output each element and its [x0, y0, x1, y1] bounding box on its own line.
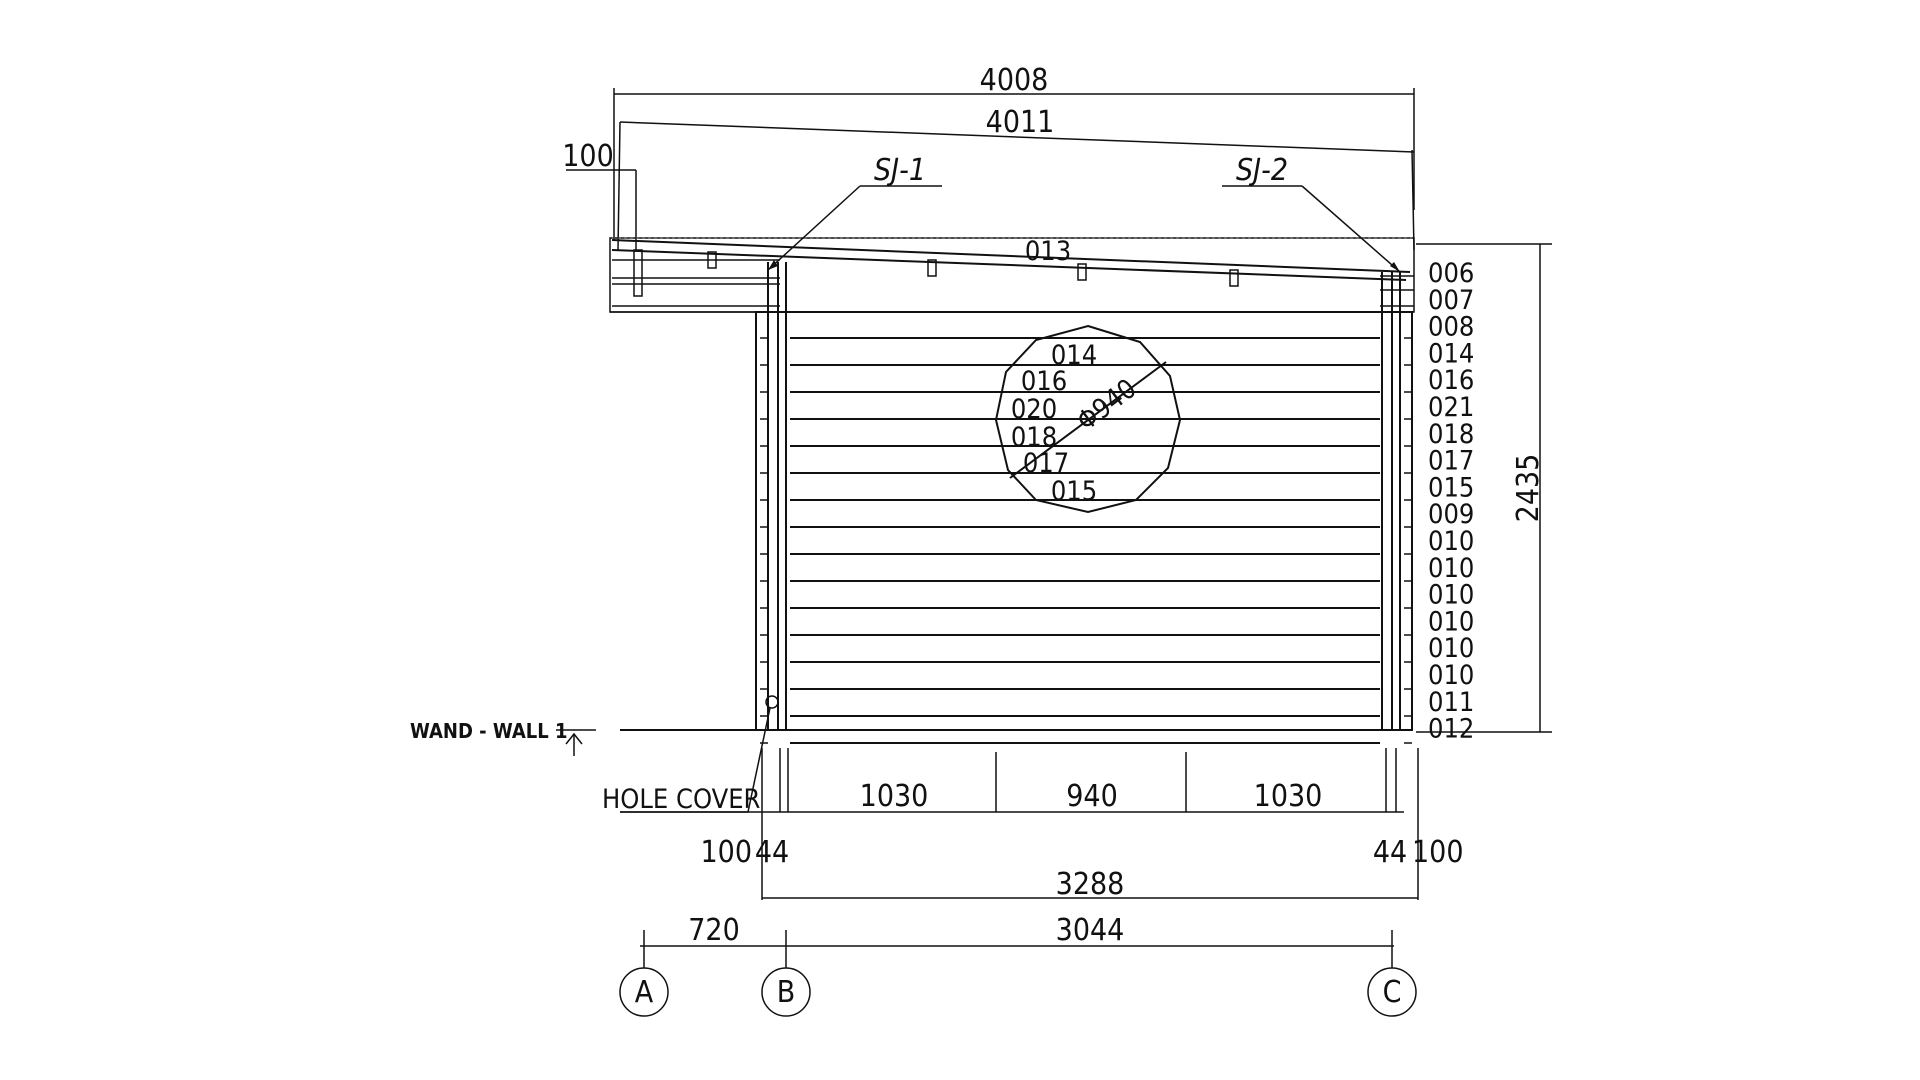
side-code: 010	[1428, 660, 1474, 691]
dim-segment-right: 1030	[1254, 779, 1323, 814]
axis-a-label: A	[635, 975, 654, 1010]
grid-axis-a: A	[619, 962, 669, 1017]
dim-right-offset: 100	[1412, 835, 1464, 870]
side-code: 015	[1428, 472, 1474, 503]
dimension-grid-axes: 720 3044	[640, 913, 1394, 962]
wall-marker-label: WAND - WALL 1	[410, 719, 567, 743]
window-outline	[994, 324, 1182, 514]
dimension-segments: 1030 940 1030 100 44 44 100	[620, 748, 1464, 900]
dim-segment-middle: 940	[1066, 779, 1118, 814]
hole-cover-circle	[765, 695, 779, 709]
window-code-018: 018	[1011, 422, 1057, 453]
side-code: 016	[1428, 365, 1474, 396]
dim-4008: 4008	[980, 63, 1049, 98]
hole-cover-label: HOLE COVER	[602, 784, 761, 815]
grid-axis-c: C	[1367, 962, 1417, 1017]
side-code: 009	[1428, 499, 1474, 530]
hole-cover-leader: HOLE COVER	[602, 707, 771, 815]
window-diameter: Φ940	[1071, 373, 1142, 437]
sj2-text: SJ-2	[1236, 153, 1288, 188]
grid-axis-b: B	[761, 962, 811, 1017]
sj1-label: SJ-1	[767, 153, 942, 271]
side-code: 018	[1428, 419, 1474, 450]
dimension-height: 2435	[1416, 243, 1552, 733]
dim-4011: 4011	[986, 105, 1055, 140]
window-code-014: 014	[1051, 340, 1097, 371]
side-code: 008	[1428, 312, 1474, 343]
side-code: 010	[1428, 526, 1474, 557]
side-code: 010	[1428, 633, 1474, 664]
side-code: 010	[1428, 606, 1474, 637]
side-code: 006	[1428, 258, 1474, 289]
axis-c-label: C	[1383, 975, 1402, 1010]
base-line: WAND - WALL 1	[410, 719, 1412, 756]
dim-100-overhang: 100	[562, 139, 614, 174]
dim-3288: 3288	[1056, 867, 1125, 902]
dim-2435: 2435	[1511, 454, 1546, 523]
side-code: 007	[1428, 285, 1474, 316]
dim-right-post: 44	[1373, 835, 1407, 870]
log-lines	[760, 337, 1412, 744]
sj2-label: SJ-2	[1222, 153, 1401, 273]
axis-b-label: B	[777, 975, 796, 1010]
window-code-020: 020	[1011, 394, 1057, 425]
dim-720: 720	[688, 913, 740, 948]
dimension-top-total: 4008	[613, 63, 1415, 240]
side-code: 017	[1428, 446, 1474, 477]
window-code-017: 017	[1023, 448, 1069, 479]
side-codes: 0060070080140160210180170150090100100100…	[1428, 258, 1474, 745]
side-code: 012	[1428, 714, 1474, 745]
side-code: 021	[1428, 392, 1474, 423]
side-code: 010	[1428, 553, 1474, 584]
dim-3044: 3044	[1056, 913, 1125, 948]
dim-segment-left: 1030	[860, 779, 929, 814]
side-code: 010	[1428, 580, 1474, 611]
sj1-text: SJ-1	[874, 153, 926, 188]
roof: 013	[609, 236, 1415, 313]
dimension-roof-length: 4011	[617, 105, 1415, 251]
window-code-016: 016	[1021, 366, 1067, 397]
dim-left-post: 44	[755, 835, 789, 870]
dimension-overhang: 100	[562, 139, 637, 252]
dimension-overall-width: 3288	[762, 867, 1418, 902]
window-code-015: 015	[1051, 476, 1097, 507]
side-code: 014	[1428, 338, 1474, 369]
roof-code-013: 013	[1025, 236, 1071, 267]
side-code: 011	[1428, 687, 1474, 718]
dim-left-offset: 100	[700, 835, 752, 870]
